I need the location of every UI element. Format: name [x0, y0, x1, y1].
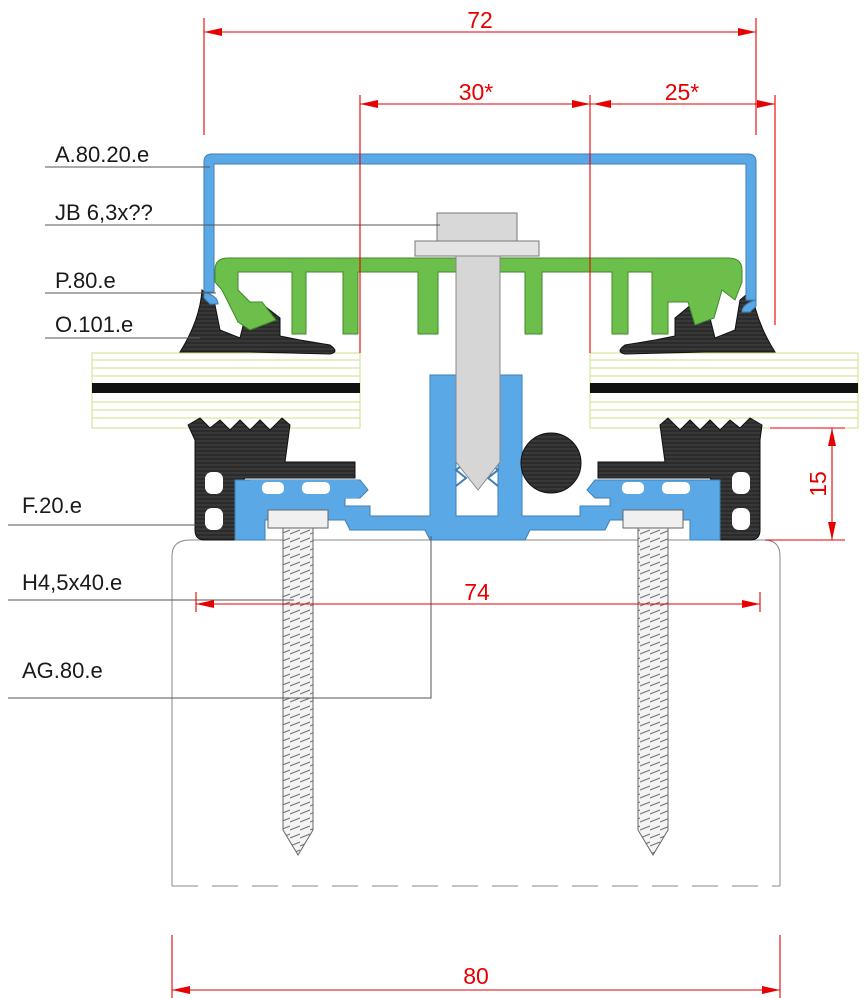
leader-lines	[8, 166, 440, 699]
backer-rod	[520, 432, 582, 494]
right-glass-pane	[589, 352, 859, 429]
base-profile	[234, 374, 721, 541]
left-wood-screw	[267, 509, 329, 856]
label-bolt: JB 6,3x??	[55, 200, 153, 225]
rafter-block	[171, 539, 781, 887]
dimension-right-bite	[590, 95, 776, 325]
dimension-left-bite-value: 30*	[459, 79, 494, 105]
label-wood-screw: H4,5x40.e	[22, 570, 122, 595]
dimension-seal-height	[765, 427, 845, 541]
dimension-rafter-width-value: 80	[463, 963, 489, 989]
dimension-top-width-value: 72	[467, 7, 493, 33]
right-wood-screw	[622, 509, 684, 856]
dimension-seal-height-value: 15	[805, 471, 831, 497]
pressure-profile	[214, 257, 743, 335]
cover-profile	[203, 153, 757, 313]
dimension-top-width	[203, 18, 757, 135]
label-outer-seal: O.101.e	[55, 312, 133, 337]
dimension-left-bite	[359, 95, 591, 353]
dimension-screw-spacing	[195, 592, 761, 612]
label-pressure-profile: P.80.e	[55, 268, 116, 293]
left-glass-pane	[91, 352, 361, 429]
dimension-screw-spacing-value: 74	[464, 579, 490, 605]
pressure-bolt	[414, 212, 540, 491]
label-cover-profile: A.80.20.e	[55, 142, 149, 167]
dimension-right-bite-value: 25*	[665, 79, 700, 105]
label-foam-seal: F.20.e	[22, 493, 82, 518]
label-base-profile: AG.80.e	[22, 658, 103, 683]
dimension-rafter-width	[171, 935, 781, 998]
